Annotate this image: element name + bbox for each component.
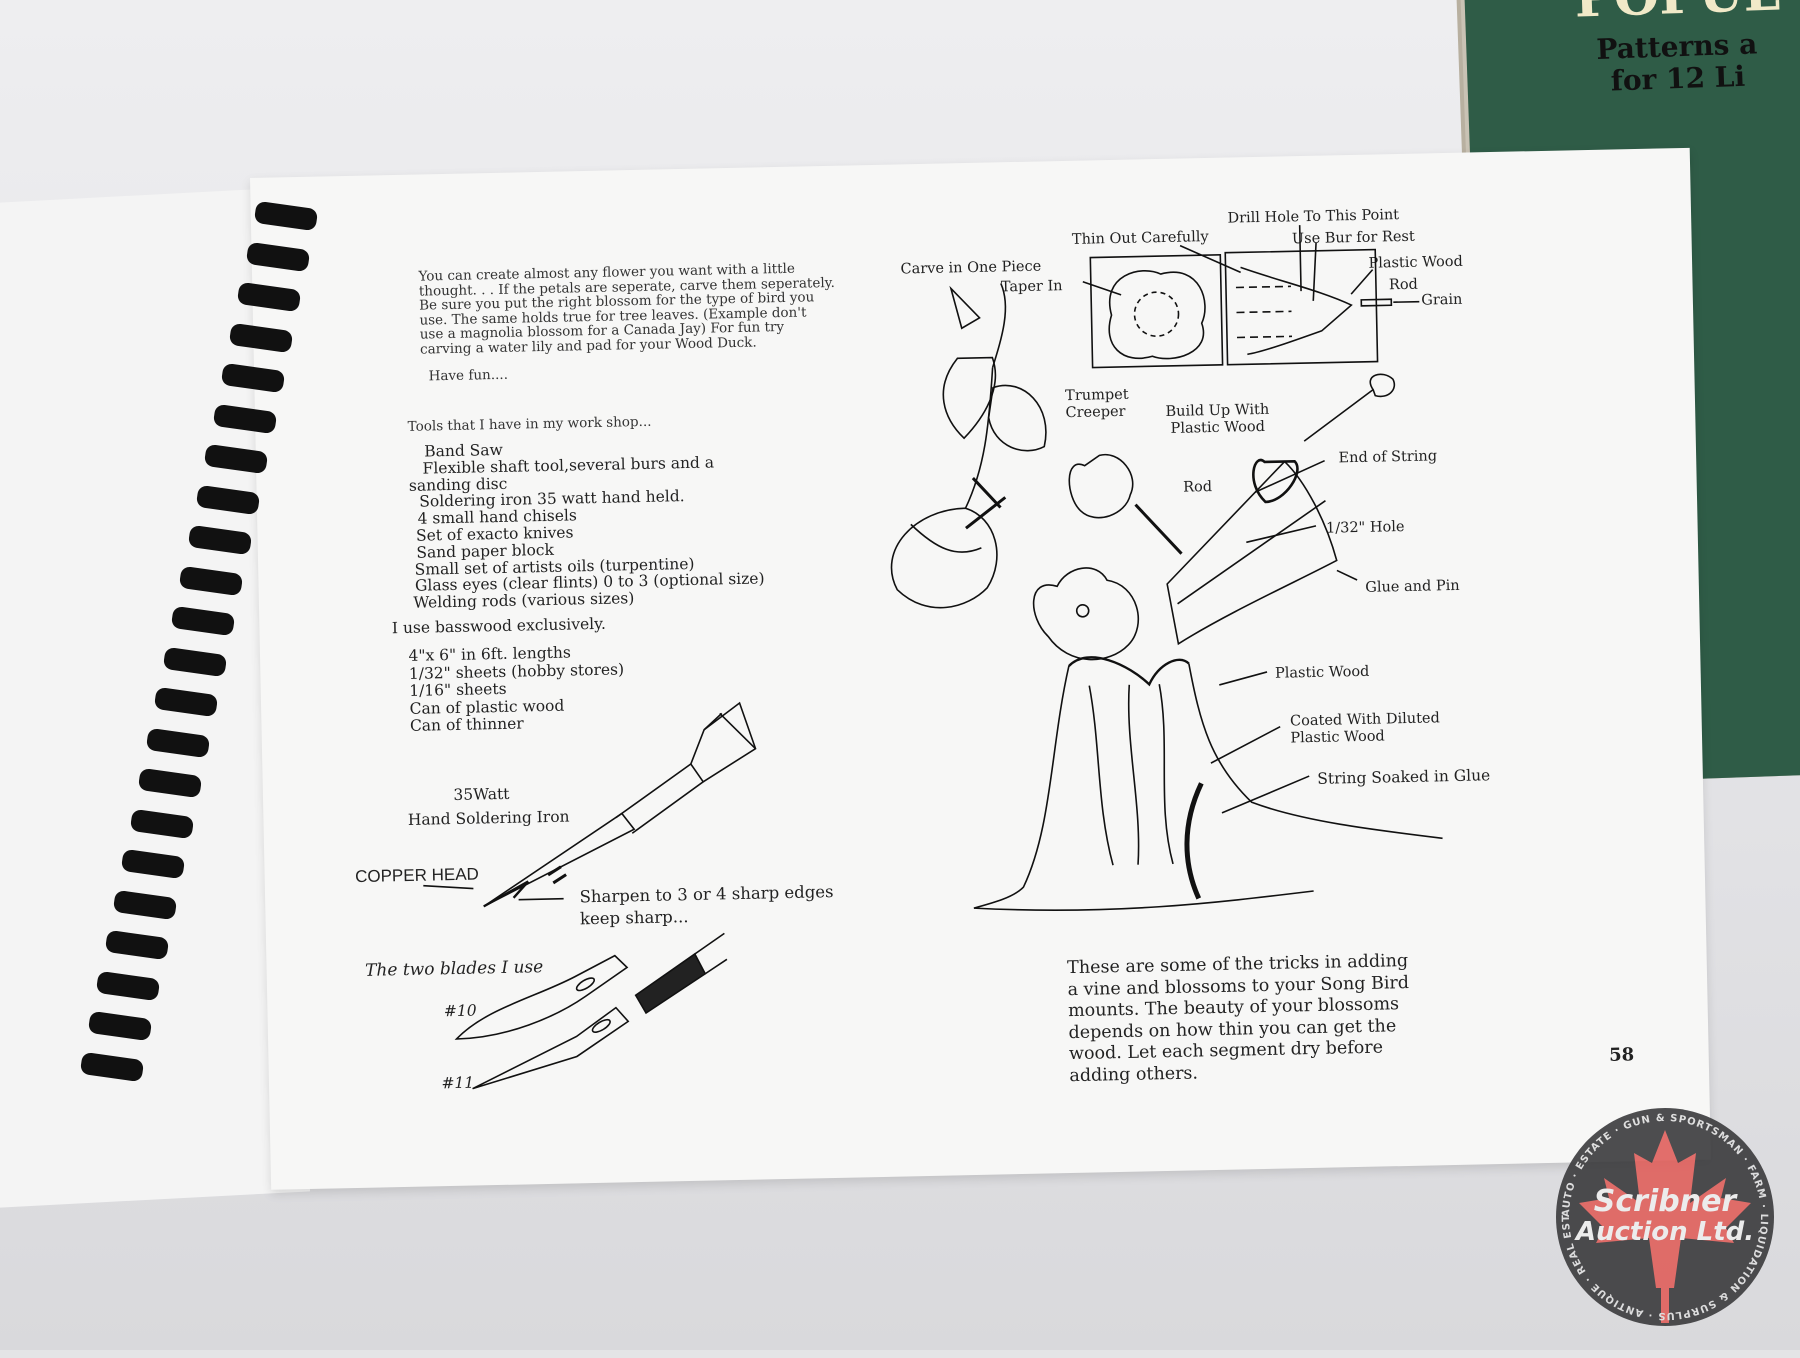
leaves-and-bud bbox=[1166, 373, 1396, 814]
page-number: 58 bbox=[1608, 1044, 1635, 1066]
maple-leaf-icon: AUTO · ESTATE · GUN & SPORTSMAN · FARM ·… bbox=[1556, 1108, 1768, 1323]
auction-watermark-logo: AUTO · ESTATE · GUN & SPORTSMAN · FARM ·… bbox=[1556, 1108, 1774, 1326]
soldering-iron-drawing bbox=[423, 701, 757, 908]
trumpet-creeper-vine bbox=[890, 283, 1047, 609]
blade-10-drawing bbox=[454, 954, 629, 1040]
caption-paragraph: These are some of the tricks in adding a… bbox=[1066, 951, 1410, 1086]
carving-block-diagram bbox=[1082, 225, 1420, 369]
blade-11-drawing bbox=[472, 932, 728, 1090]
watermark-text: Scribner Auction Ltd. bbox=[1575, 1184, 1755, 1247]
hibiscus-blossoms bbox=[1032, 453, 1183, 661]
tree-stump bbox=[973, 656, 1443, 912]
